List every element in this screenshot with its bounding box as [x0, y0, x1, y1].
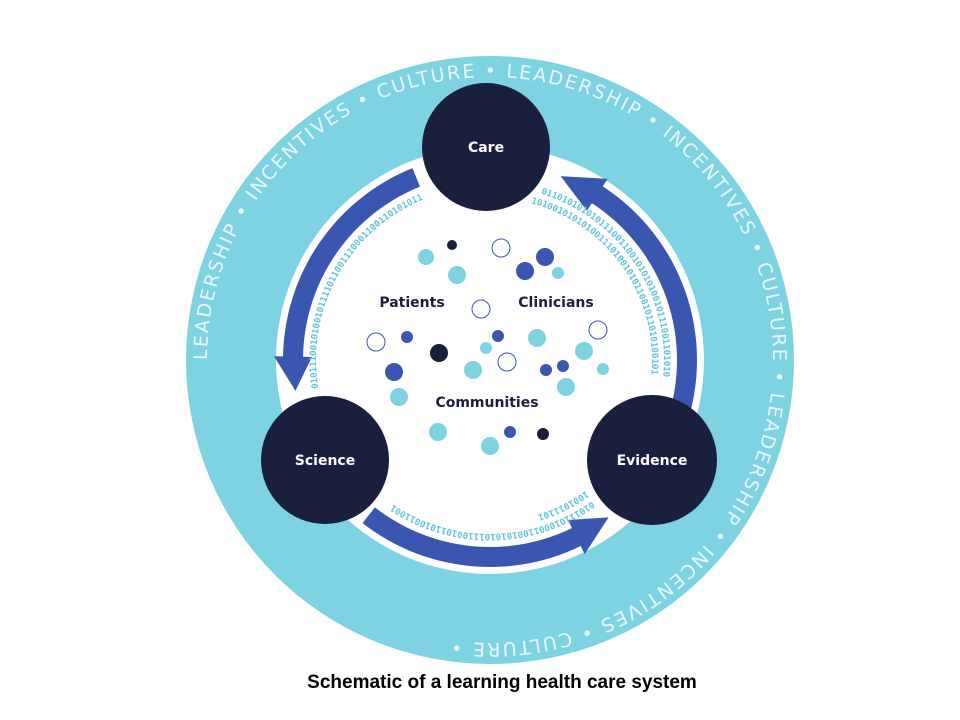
dot: [401, 331, 413, 343]
dot: [481, 437, 499, 455]
dot: [480, 342, 492, 354]
dot: [390, 388, 408, 406]
arrow-care-to-science: [274, 168, 420, 391]
hollow-dot: [588, 320, 608, 340]
dot: [552, 267, 564, 279]
node-care-label: Care: [468, 140, 504, 156]
dot: [448, 266, 466, 284]
node-evidence: Evidence: [587, 395, 717, 525]
dot: [528, 329, 546, 347]
figure-caption: Schematic of a learning health care syst…: [307, 672, 697, 693]
dot: [430, 344, 448, 362]
node-science-label: Science: [295, 453, 355, 469]
hollow-dot: [497, 352, 517, 372]
dot: [504, 426, 516, 438]
arrow-evidence-to-care: [560, 176, 697, 411]
hollow-dot: [366, 332, 386, 352]
label-communities: Communities: [435, 395, 538, 411]
dot: [447, 240, 457, 250]
node-science: Science: [261, 396, 389, 524]
node-evidence-label: Evidence: [617, 453, 688, 469]
dot: [464, 361, 482, 379]
population-dots: [366, 238, 609, 455]
dot: [537, 428, 549, 440]
dot: [492, 330, 504, 342]
hollow-dot: [491, 238, 511, 258]
arrow-science-to-evidence: [362, 507, 609, 567]
cycle-arrows: [274, 168, 697, 567]
node-care: Care: [422, 83, 550, 211]
dot: [516, 262, 534, 280]
hollow-dot: [471, 299, 491, 319]
dot: [418, 249, 434, 265]
dot: [536, 248, 554, 266]
dot: [557, 360, 569, 372]
dot: [385, 363, 403, 381]
dot: [429, 423, 447, 441]
dot: [575, 342, 593, 360]
label-clinicians: Clinicians: [518, 295, 593, 311]
dot: [540, 364, 552, 376]
label-patients: Patients: [379, 295, 444, 311]
dot: [597, 363, 609, 375]
dot: [557, 378, 575, 396]
